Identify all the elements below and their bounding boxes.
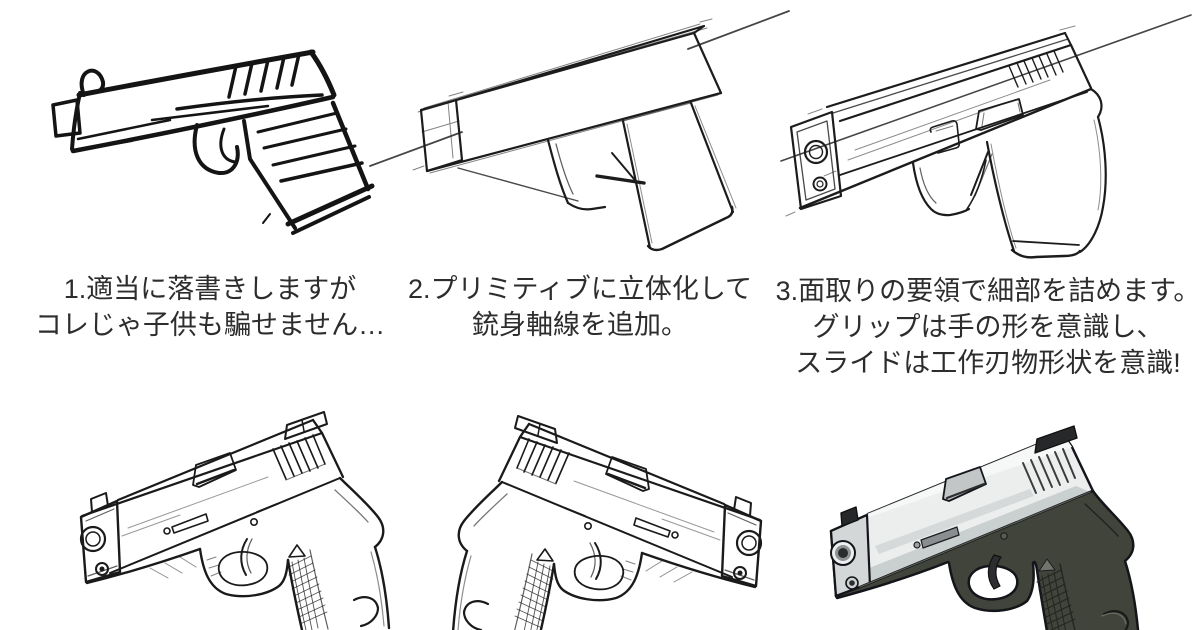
figure-step3-chamfered-pistol-sketch	[780, 14, 1192, 259]
figure-shaded-render-pistol	[829, 424, 1142, 630]
barrel-axis-line	[369, 10, 790, 167]
barrel-axis-line	[780, 14, 1192, 162]
step3-caption-line1: 3.面取りの要領で細部を詰めます。	[775, 276, 1200, 306]
step3-caption-line3: スライドは工作刃物形状を意識!	[795, 348, 1181, 378]
step3-caption: 3.面取りの要領で細部を詰めます。 グリップは手の形を意識し、 スライドは工作刃…	[773, 273, 1200, 381]
figure-detailed-lineart-pistol-left	[79, 410, 391, 630]
step2-caption-line1: 2.プリミティブに立体化して	[407, 274, 753, 304]
figure-step2-primitive-box-pistol	[369, 10, 790, 252]
figure-detailed-lineart-pistol-right	[451, 414, 763, 630]
step1-caption: 1.適当に落書きしますが コレじゃ子供も騙せません…	[10, 271, 410, 343]
step3-caption-line2: グリップは手の形を意識し、	[812, 312, 1164, 342]
step2-caption: 2.プリミティブに立体化して 銃身軸線を追加。	[398, 271, 762, 343]
step1-caption-line2: コレじゃ子供も騙せません…	[34, 310, 386, 340]
step1-caption-line1: 1.適当に落書きしますが	[63, 274, 357, 304]
step2-caption-line2: 銃身軸線を追加。	[472, 310, 688, 340]
figure-step1-rough-doodle-pistol	[51, 49, 375, 235]
